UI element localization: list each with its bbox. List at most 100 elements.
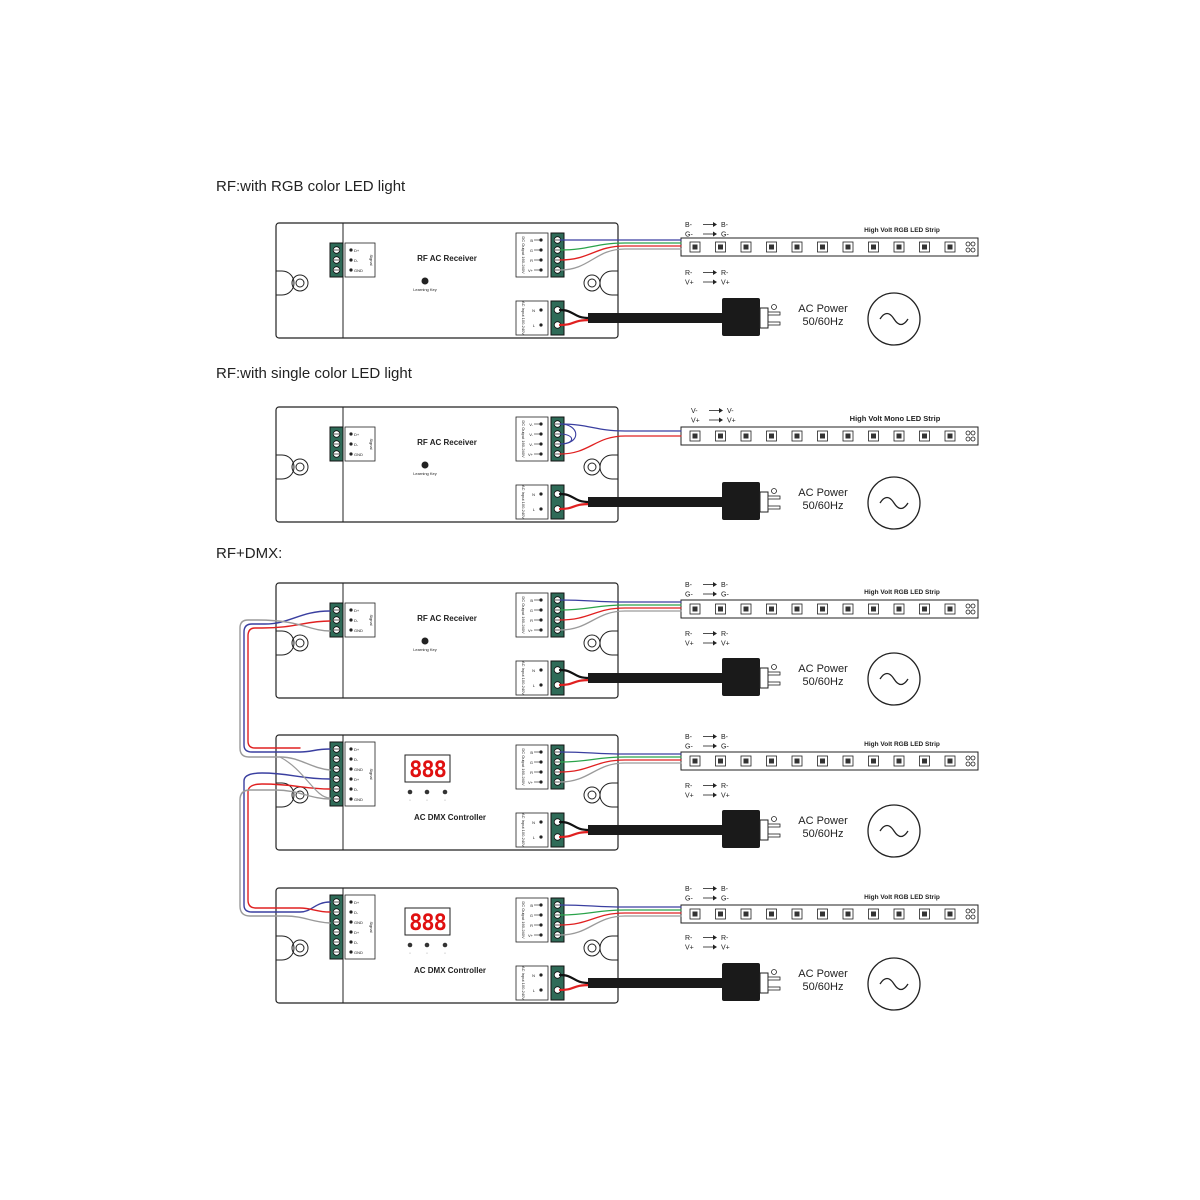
- led-die: [871, 244, 876, 250]
- pin-label-box: [515, 300, 549, 336]
- pin-name: V-: [529, 432, 533, 437]
- mapping-to: G-: [721, 896, 729, 903]
- end-pad: [970, 908, 976, 914]
- pin-label-box: [515, 744, 549, 790]
- segment-digits: 888: [409, 911, 446, 936]
- mapping-arrowhead: [719, 417, 723, 423]
- ac-frequency-label: 50/60Hz: [803, 828, 844, 840]
- terminal-body: [550, 232, 565, 278]
- led-die: [947, 758, 953, 764]
- terminal-block: [550, 744, 565, 790]
- output-wire: [559, 604, 682, 611]
- menu-button: [407, 942, 413, 948]
- terminal-block: [329, 602, 344, 638]
- block-caption: Signal: [369, 254, 374, 265]
- led-die: [743, 911, 749, 917]
- strip-label: High Volt Mono LED Strip: [850, 414, 941, 423]
- pin-name: G: [530, 248, 533, 253]
- ac-power-label: AC Power: [798, 303, 848, 315]
- ground-pin: [771, 969, 777, 975]
- sine-wave: [879, 672, 909, 686]
- output-wire: [559, 759, 682, 773]
- led-die: [692, 911, 698, 917]
- live-wire: [558, 983, 592, 992]
- pin-label-box: [515, 416, 549, 462]
- signal-wire-dplus: [243, 772, 331, 913]
- mounting-hole-inner: [587, 790, 597, 800]
- end-pad: [965, 430, 971, 436]
- pin-name: N: [532, 668, 535, 673]
- live-wire: [558, 318, 592, 327]
- pin-name: L: [533, 507, 536, 512]
- pin-name: D+: [354, 432, 360, 437]
- led-die: [718, 758, 723, 764]
- end-pad: [965, 908, 971, 914]
- rgb-led-strip: High Volt RGB LED Strip: [680, 227, 979, 257]
- output-wire: [559, 751, 682, 755]
- led-die: [743, 606, 749, 612]
- mapping-arrowhead: [719, 408, 723, 413]
- led-die: [871, 911, 876, 917]
- pin-dot: [539, 988, 543, 992]
- sine-wave: [879, 977, 909, 991]
- strip-mapping-top: B-B-G-G-: [685, 886, 729, 903]
- strip-mapping-bottom: R-R-V+V+: [685, 783, 730, 800]
- output-wire: [559, 599, 682, 603]
- pin-name: G: [530, 608, 533, 613]
- pin-name: N: [532, 492, 535, 497]
- strip-label: High Volt RGB LED Strip: [864, 589, 940, 596]
- led-die: [845, 244, 851, 250]
- led-die: [922, 911, 927, 917]
- learning-key-label: Learning Key: [413, 471, 437, 476]
- power-cable: [588, 978, 724, 988]
- neutral-wire: [558, 492, 592, 504]
- mapping-to: V+: [721, 641, 730, 648]
- terminal-body: [550, 660, 565, 696]
- signal-wire-dminus: [247, 783, 331, 913]
- output-wires: [559, 423, 682, 455]
- mapping-to: B-: [721, 222, 729, 229]
- menu-button: [442, 789, 448, 795]
- learning-key-label: Learning Key: [413, 287, 437, 292]
- block-caption: AC Input 100-240V: [521, 301, 526, 335]
- power-plug: [722, 482, 760, 520]
- pin-name: L: [533, 835, 536, 840]
- led-die: [820, 433, 825, 439]
- end-pad: [970, 241, 976, 247]
- pin-dot: [539, 668, 543, 672]
- unit-name: AC DMX Controller: [414, 813, 486, 822]
- pin-dot: [349, 767, 353, 771]
- rgb-led-strip: High Volt RGB LED Strip: [680, 894, 979, 924]
- strip-mapping-top: B-B-G-G-: [685, 582, 729, 599]
- ground-pin: [771, 816, 777, 822]
- led-die: [896, 244, 902, 250]
- mapping-arrowhead: [713, 935, 717, 940]
- mapping-from: V+: [685, 641, 694, 648]
- pin-name: L: [533, 988, 536, 993]
- output-wire: [559, 904, 682, 908]
- led-die: [718, 433, 723, 439]
- pin-dot: [349, 900, 353, 904]
- pin-dot: [349, 258, 353, 262]
- pin-dot: [349, 777, 353, 781]
- segment-display: [404, 907, 451, 936]
- sine-wave: [879, 824, 909, 838]
- ac-power-label: AC Power: [798, 663, 848, 675]
- mapping-to: G-: [721, 232, 729, 239]
- neutral-wire: [558, 308, 592, 320]
- rgb-led-strip: High Volt RGB LED Strip: [680, 741, 979, 771]
- end-pad: [965, 603, 971, 609]
- power-plug: [722, 810, 760, 848]
- section-title-rf-dmx: RF+DMX:: [216, 545, 283, 562]
- pin-name: V-: [529, 422, 533, 427]
- end-pad: [965, 247, 971, 253]
- mounting-slot: [276, 782, 295, 808]
- power-cable: [588, 313, 724, 323]
- mapping-from: V+: [685, 280, 694, 287]
- button-caption: ◦◦: [426, 798, 428, 802]
- ac-power-label: AC Power: [798, 815, 848, 827]
- pin-label-block: V-V-V-V+DC Output 160-240V: [515, 416, 549, 462]
